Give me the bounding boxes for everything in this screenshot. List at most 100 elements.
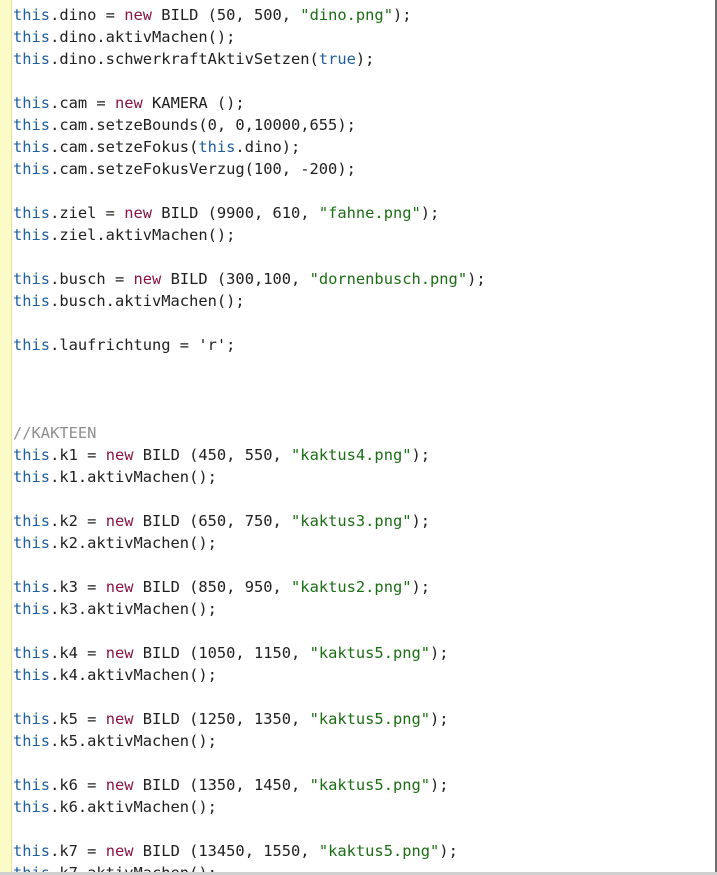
code-string: "dino.png" [300, 6, 393, 24]
code-text: BILD (850, 950, [133, 578, 292, 596]
code-line[interactable]: this.k3 = new BILD (850, 950, "kaktus2.p… [13, 576, 713, 598]
code-string: "kaktus3.png" [291, 512, 412, 530]
code-keyword: this [13, 292, 51, 310]
code-line[interactable]: this.k2.aktivMachen(); [13, 532, 713, 554]
code-line[interactable] [13, 378, 713, 400]
code-line[interactable]: this.k4.aktivMachen(); [13, 664, 713, 686]
code-keyword: this [13, 864, 51, 875]
horizontal-scrollbar[interactable] [0, 872, 717, 875]
code-text: .busch.aktivMachen(); [50, 292, 245, 310]
code-text: .k2 = [50, 512, 106, 530]
code-keyword: new [105, 578, 134, 596]
code-comment: //KAKTEEN [13, 424, 97, 442]
code-keyword: this [13, 776, 51, 794]
code-text: ); [392, 6, 412, 24]
code-line[interactable]: this.cam.setzeFokusVerzug(100, -200); [13, 158, 713, 180]
code-text: ); [411, 578, 431, 596]
code-text: .k4.aktivMachen(); [50, 666, 217, 684]
code-text: .busch = [50, 270, 134, 288]
code-text: .dino = [50, 6, 125, 24]
code-keyword: this [13, 512, 51, 530]
code-line[interactable]: //KAKTEEN [13, 422, 713, 444]
code-line[interactable] [13, 620, 713, 642]
code-text: BILD (450, 550, [133, 446, 292, 464]
code-text: BILD (1350, 1450, [133, 776, 310, 794]
code-text: .k7.aktivMachen(); [50, 864, 217, 875]
code-string: "kaktus2.png" [291, 578, 412, 596]
code-keyword: this [13, 446, 51, 464]
code-line[interactable]: this.cam.setzeBounds(0, 0,10000,655); [13, 114, 713, 136]
code-line[interactable] [13, 554, 713, 576]
code-line[interactable]: this.dino.aktivMachen(); [13, 26, 713, 48]
code-string: "kaktus5.png" [309, 776, 431, 794]
code-line[interactable] [13, 180, 713, 202]
code-line[interactable] [13, 400, 713, 422]
code-line[interactable] [13, 686, 713, 708]
code-text: BILD (300,100, [161, 270, 310, 288]
code-string: "dornenbusch.png" [309, 270, 468, 288]
code-line[interactable] [13, 70, 713, 92]
code-keyword: this [13, 798, 51, 816]
code-line[interactable]: this.dino.schwerkraftAktivSetzen(true); [13, 48, 713, 70]
code-line[interactable]: this.k6.aktivMachen(); [13, 796, 713, 818]
code-text: ); [430, 644, 449, 662]
code-line[interactable] [13, 246, 713, 268]
code-keyword: this [13, 644, 51, 662]
editor-gutter [0, 0, 12, 875]
code-keyword: this [13, 50, 51, 68]
code-keyword: new [105, 842, 134, 860]
code-keyword: this [13, 336, 51, 354]
code-text: .dino); [235, 138, 301, 156]
code-line[interactable]: this.k2 = new BILD (650, 750, "kaktus3.p… [13, 510, 713, 532]
code-line[interactable] [13, 356, 713, 378]
code-line[interactable]: this.ziel = new BILD (9900, 610, "fahne.… [13, 202, 713, 224]
code-text: BILD (1050, 1150, [133, 644, 310, 662]
scrollbar-edge[interactable] [715, 0, 717, 875]
code-text: .k3.aktivMachen(); [50, 600, 217, 618]
code-line[interactable]: this.k1.aktivMachen(); [13, 466, 713, 488]
code-line[interactable]: this.k1 = new BILD (450, 550, "kaktus4.p… [13, 444, 713, 466]
code-line[interactable]: this.k4 = new BILD (1050, 1150, "kaktus5… [13, 642, 713, 664]
code-text: BILD (50, 500, [152, 6, 301, 24]
code-keyword: new [105, 776, 134, 794]
code-line[interactable] [13, 312, 713, 334]
code-line[interactable]: this.k7.aktivMachen(); [13, 862, 713, 875]
code-text: ); [355, 50, 375, 68]
code-keyword: this [13, 270, 51, 288]
code-line[interactable] [13, 752, 713, 774]
code-text: .k6.aktivMachen(); [50, 798, 217, 816]
code-line[interactable] [13, 818, 713, 840]
code-line[interactable]: this.busch = new BILD (300,100, "dornenb… [13, 268, 713, 290]
code-line[interactable]: this.dino = new BILD (50, 500, "dino.png… [13, 4, 713, 26]
code-keyword: new [124, 6, 153, 24]
code-text: .k3 = [50, 578, 106, 596]
code-line[interactable]: this.k5 = new BILD (1250, 1350, "kaktus5… [13, 708, 713, 730]
code-line[interactable] [13, 488, 713, 510]
code-line[interactable]: this.k6 = new BILD (1350, 1450, "kaktus5… [13, 774, 713, 796]
code-line[interactable]: this.k3.aktivMachen(); [13, 598, 713, 620]
code-text: .k1.aktivMachen(); [50, 468, 217, 486]
code-keyword: this [13, 732, 51, 750]
code-string: "kaktus5.png" [309, 644, 431, 662]
code-text: .cam.setzeFokus( [50, 138, 199, 156]
code-keyword: this [13, 160, 51, 178]
code-line[interactable]: this.ziel.aktivMachen(); [13, 224, 713, 246]
code-line[interactable]: this.laufrichtung = 'r'; [13, 334, 713, 356]
code-keyword: this [13, 226, 51, 244]
code-keyword: this [198, 138, 236, 156]
code-text: .cam.setzeBounds(0, 0,10000,655); [50, 116, 356, 134]
code-line[interactable]: this.cam = new KAMERA (); [13, 92, 713, 114]
code-line[interactable]: this.k7 = new BILD (13450, 1550, "kaktus… [13, 840, 713, 862]
code-text: .laufrichtung = 'r'; [50, 336, 236, 354]
code-text: BILD (1250, 1350, [133, 710, 310, 728]
code-line[interactable]: this.cam.setzeFokus(this.dino); [13, 136, 713, 158]
code-line[interactable]: this.busch.aktivMachen(); [13, 290, 713, 312]
code-string: "fahne.png" [318, 204, 421, 222]
code-keyword: this [13, 94, 51, 112]
code-text: .k7 = [50, 842, 106, 860]
code-area[interactable]: this .dino = new BILD (50, 500, "dino.png… [13, 4, 713, 875]
code-line[interactable]: this.k5.aktivMachen(); [13, 730, 713, 752]
code-string: "kaktus5.png" [309, 710, 431, 728]
code-text: ); [420, 204, 440, 222]
